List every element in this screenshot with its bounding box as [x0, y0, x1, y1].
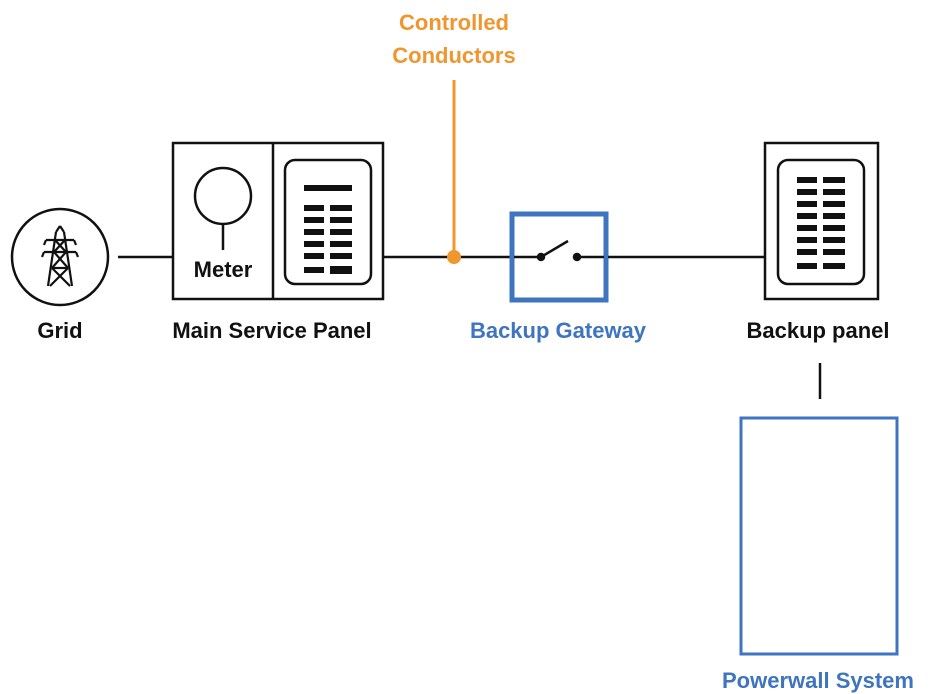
meter-label: Meter: [194, 257, 253, 282]
backup-gateway-label: Backup Gateway: [470, 318, 647, 343]
controlled-conductors-label-line1: Controlled: [399, 10, 509, 35]
grid-label: Grid: [37, 318, 82, 343]
main-service-panel: Meter: [171, 141, 385, 301]
switch-icon: [514, 239, 604, 262]
grid-node: [10, 207, 110, 307]
backup-gateway: [509, 211, 609, 303]
backup-panel: [763, 141, 880, 301]
breaker-panel-icon: [283, 158, 373, 286]
controlled-conductors-junction: [447, 250, 461, 264]
controlled-conductors-label-line2: Conductors: [392, 43, 515, 68]
meter-icon: [193, 166, 253, 250]
backup-panel-frame: [763, 141, 880, 301]
backup-gateway-frame: [509, 211, 609, 303]
main-service-panel-label: Main Service Panel: [172, 318, 371, 343]
transmission-tower-icon: [40, 225, 80, 287]
main-panel-frame: [171, 141, 385, 301]
grid-circle: [10, 207, 110, 307]
powerwall-system-label: Powerwall System: [722, 668, 914, 693]
backup-panel-label: Backup panel: [746, 318, 889, 343]
powerwall-system-box: [739, 416, 899, 656]
breaker-panel-icon: [776, 158, 866, 286]
